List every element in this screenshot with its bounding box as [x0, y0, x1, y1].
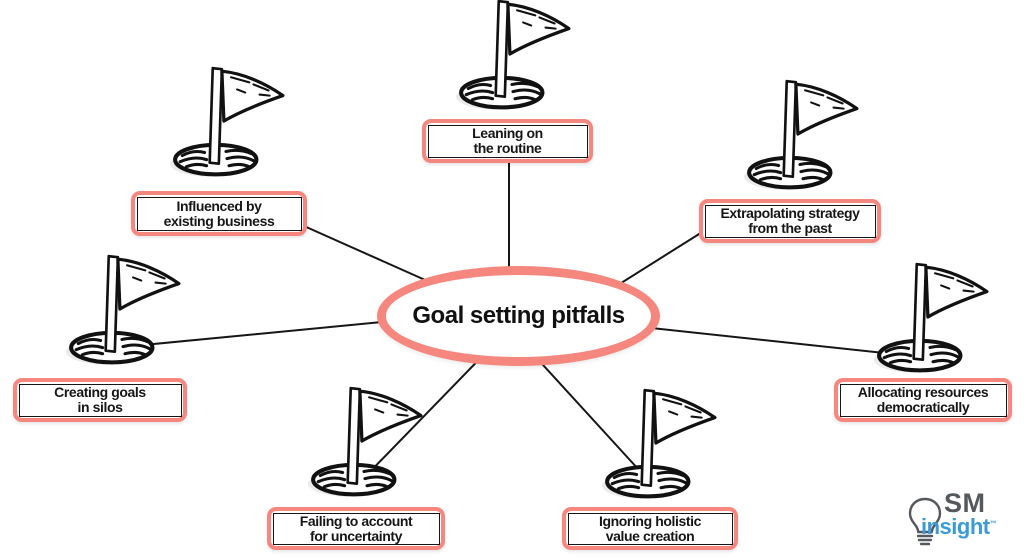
golf-flag-icon	[168, 64, 290, 178]
node-failing-to-account-for-uncertainty: Failing to account for uncertainty	[267, 507, 445, 550]
node-label: Failing to account for uncertainty	[272, 512, 440, 545]
golf-flag-icon	[600, 386, 722, 500]
node-label: Influenced by existing business	[136, 196, 302, 231]
sm-insight-logo: SM insight™	[903, 488, 1018, 554]
golf-flag-icon	[742, 77, 864, 191]
logo-text-insight: insight™	[921, 514, 997, 540]
node-label: Leaning on the routine	[427, 124, 588, 158]
node-allocating-resources-democratically: Allocating resources democratically	[834, 378, 1012, 422]
node-ignoring-holistic-value-creation: Ignoring holistic value creation	[562, 507, 738, 550]
logo-text-insight-word: insight	[921, 514, 990, 539]
golf-flag-icon	[306, 384, 428, 498]
golf-flag-icon	[64, 252, 186, 366]
logo-trademark: ™	[989, 520, 997, 528]
node-label: Ignoring holistic value creation	[567, 512, 733, 545]
golf-flag-icon	[454, 0, 576, 111]
golf-flag-icon	[872, 260, 994, 374]
node-leaning-on-the-routine: Leaning on the routine	[422, 119, 593, 163]
lightbulb-icon	[908, 497, 942, 546]
node-label: Creating goals in silos	[18, 383, 182, 417]
node-influenced-by-existing-business: Influenced by existing business	[131, 191, 307, 236]
logo-text-sm: SM	[944, 488, 986, 518]
node-label: Extrapolating strategy from the past	[704, 204, 876, 238]
node-label: Allocating resources democratically	[839, 383, 1007, 417]
central-topic-label: Goal setting pitfalls	[412, 302, 625, 329]
connector-line	[521, 341, 651, 483]
node-extrapolating-strategy-from-the-past: Extrapolating strategy from the past	[699, 199, 881, 243]
node-creating-goals-in-silos: Creating goals in silos	[13, 378, 187, 422]
central-topic: Goal setting pitfalls	[377, 266, 660, 366]
